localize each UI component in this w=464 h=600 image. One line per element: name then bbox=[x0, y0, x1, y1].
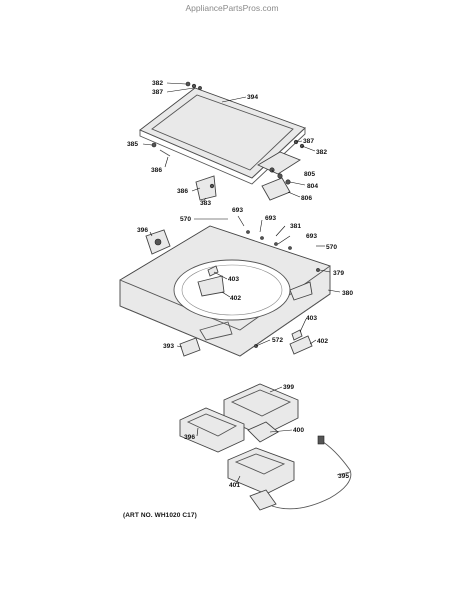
lid-frame-edge bbox=[139, 126, 306, 185]
hinge-pin-lower bbox=[291, 329, 303, 341]
leader-lines bbox=[142, 82, 351, 485]
callout-393: 393 bbox=[163, 343, 174, 350]
callout-804: 804 bbox=[307, 183, 318, 190]
dispenser-motor bbox=[249, 489, 277, 511]
callout-395: 395 bbox=[338, 473, 349, 480]
callout-693: 693 bbox=[306, 233, 317, 240]
lid-lock-parts bbox=[195, 151, 301, 201]
callout-386: 386 bbox=[151, 167, 162, 174]
dispenser-assembly bbox=[179, 383, 352, 511]
art-number: (ART NO. WH1020 C17) bbox=[123, 512, 197, 519]
top-cover-assembly bbox=[119, 225, 331, 357]
callout-401: 401 bbox=[229, 482, 240, 489]
lid-handle bbox=[159, 149, 171, 157]
callout-806: 806 bbox=[301, 195, 312, 202]
handle-393 bbox=[179, 337, 201, 357]
callout-570: 570 bbox=[180, 216, 191, 223]
top-cover-rim bbox=[119, 265, 331, 357]
lid-glass-window bbox=[151, 94, 294, 171]
dispenser-cover bbox=[197, 275, 225, 297]
callout-383: 383 bbox=[200, 200, 211, 207]
callout-380: 380 bbox=[342, 290, 353, 297]
tub-opening bbox=[173, 259, 291, 321]
callout-403: 403 bbox=[228, 276, 239, 283]
callout-382: 382 bbox=[152, 80, 163, 87]
callout-381: 381 bbox=[290, 223, 301, 230]
callout-693: 693 bbox=[232, 207, 243, 214]
callout-387: 387 bbox=[152, 89, 163, 96]
bleach-cover bbox=[289, 281, 313, 301]
callout-386: 386 bbox=[177, 188, 188, 195]
callout-805: 805 bbox=[304, 171, 315, 178]
callout-402: 402 bbox=[317, 338, 328, 345]
callout-572: 572 bbox=[272, 337, 283, 344]
callout-394: 394 bbox=[247, 94, 258, 101]
callout-396: 396 bbox=[184, 434, 195, 441]
callout-402: 402 bbox=[230, 295, 241, 302]
hinge-pin-upper bbox=[207, 265, 219, 277]
callout-396: 396 bbox=[137, 227, 148, 234]
dispenser-compartment bbox=[230, 389, 292, 417]
callout-693: 693 bbox=[265, 215, 276, 222]
control-panel-slot bbox=[199, 321, 233, 341]
part-callouts: 382 387 394 387 382 385 386 805 804 386 … bbox=[127, 80, 353, 489]
callout-400: 400 bbox=[293, 427, 304, 434]
dispenser-tray bbox=[227, 447, 295, 495]
lid-assembly bbox=[139, 87, 306, 185]
callout-570: 570 bbox=[326, 244, 337, 251]
callout-379: 379 bbox=[333, 270, 344, 277]
callout-403: 403 bbox=[306, 315, 317, 322]
watermark: AppliancePartsPros.com bbox=[185, 3, 279, 13]
dispenser-valve bbox=[247, 421, 279, 443]
wire-harness-395 bbox=[271, 439, 352, 510]
lid-hinge-bracket bbox=[195, 175, 217, 201]
bracket-402 bbox=[289, 335, 313, 355]
callout-385: 385 bbox=[127, 141, 138, 148]
callout-399: 399 bbox=[283, 384, 294, 391]
lid-lock-bracket bbox=[261, 177, 291, 201]
dispenser-drawer bbox=[179, 407, 245, 453]
callout-382: 382 bbox=[316, 149, 327, 156]
callout-387: 387 bbox=[303, 138, 314, 145]
